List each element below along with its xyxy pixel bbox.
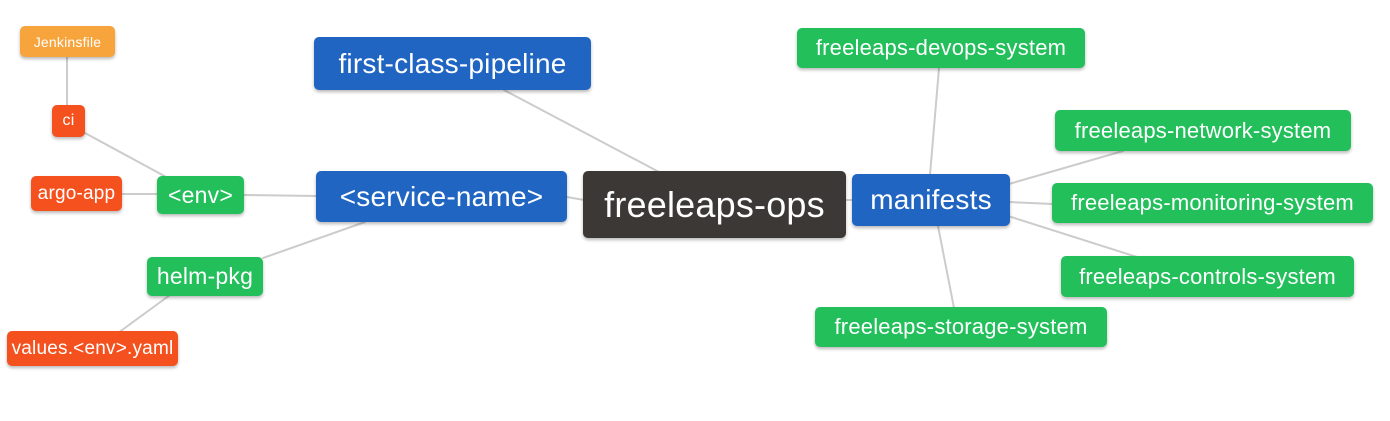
node-manifests[interactable]: manifests — [852, 174, 1010, 226]
node-freeleaps-devops-system[interactable]: freeleaps-devops-system — [797, 28, 1085, 68]
node-service-name[interactable]: <service-name> — [316, 171, 567, 222]
node-freeleaps-storage-system[interactable]: freeleaps-storage-system — [815, 307, 1107, 347]
edge-first-class-pipeline-freeleaps-ops — [503, 89, 660, 173]
node-argo-app[interactable]: argo-app — [31, 176, 122, 211]
node-freeleaps-controls-system[interactable]: freeleaps-controls-system — [1061, 256, 1354, 297]
edge-helm-pkg-values-env-yaml — [117, 294, 171, 334]
node-ci[interactable]: ci — [52, 105, 85, 137]
edge-env-service-name — [243, 194, 318, 197]
node-first-class-pipeline[interactable]: first-class-pipeline — [314, 37, 591, 90]
node-env[interactable]: <env> — [157, 176, 244, 214]
edge-manifests-freeleaps-monitoring-system — [1008, 201, 1054, 205]
edge-manifests-freeleaps-storage-system — [937, 225, 955, 309]
node-freeleaps-network-system[interactable]: freeleaps-network-system — [1055, 110, 1351, 151]
node-freeleaps-ops[interactable]: freeleaps-ops — [583, 171, 846, 238]
edge-service-name-helm-pkg — [262, 221, 366, 259]
edge-service-name-freeleaps-ops — [566, 196, 585, 201]
edge-manifests-freeleaps-network-system — [1008, 150, 1124, 185]
node-values-env-yaml[interactable]: values.<env>.yaml — [7, 331, 178, 366]
node-helm-pkg[interactable]: helm-pkg — [147, 257, 263, 296]
edge-manifests-freeleaps-devops-system — [929, 67, 940, 176]
node-jenkinsfile[interactable]: Jenkinsfile — [20, 26, 115, 57]
node-freeleaps-monitoring-system[interactable]: freeleaps-monitoring-system — [1052, 183, 1373, 223]
edge-ci-env — [84, 132, 169, 179]
